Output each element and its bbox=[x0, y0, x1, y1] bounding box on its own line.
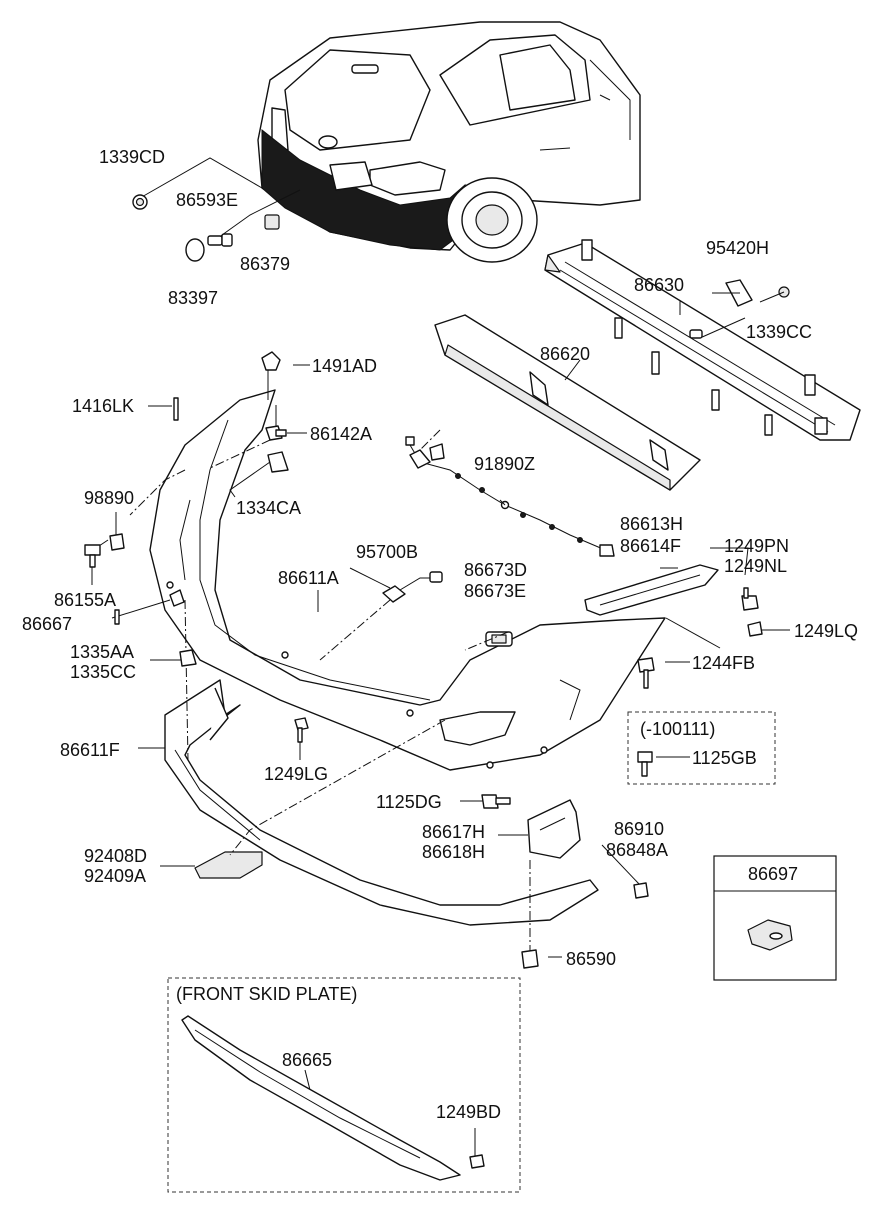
label-86617H: 86617H bbox=[422, 822, 485, 842]
label-1416LK: 1416LK bbox=[72, 396, 134, 416]
assembly-centerlines bbox=[89, 429, 531, 955]
label-86697: 86697 bbox=[748, 864, 798, 884]
bracket-86673D bbox=[485, 631, 513, 647]
label-86611F: 86611F bbox=[60, 740, 120, 760]
label-front-skid-plate: (FRONT SKID PLATE) bbox=[176, 984, 357, 1004]
label-86379: 86379 bbox=[240, 254, 290, 274]
label-86665: 86665 bbox=[282, 1050, 332, 1070]
label-1335CC: 1335CC bbox=[70, 662, 136, 682]
label-1249PN: 1249PN bbox=[724, 536, 789, 556]
variant-box-100111 bbox=[627, 711, 776, 785]
label-1335AA: 1335AA bbox=[70, 642, 134, 662]
label-86848A: 86848A bbox=[606, 840, 668, 860]
label-86142A: 86142A bbox=[310, 424, 372, 444]
label-92408D: 92408D bbox=[84, 846, 147, 866]
label-86910: 86910 bbox=[614, 819, 664, 839]
label-86618H: 86618H bbox=[422, 842, 485, 862]
label-86155A: 86155A bbox=[54, 590, 116, 610]
reflector-92408D bbox=[194, 851, 263, 879]
label-1125DG: 1125DG bbox=[376, 792, 442, 812]
label-98890: 98890 bbox=[84, 488, 134, 508]
front-skid-plate-box bbox=[167, 977, 521, 1193]
label-86593E: 86593E bbox=[176, 190, 238, 210]
label-1249LG: 1249LG bbox=[264, 764, 328, 784]
label-91890Z: 91890Z bbox=[474, 454, 535, 474]
label-83397: 83397 bbox=[168, 288, 218, 308]
sensor-wiring-91890Z bbox=[405, 436, 615, 557]
label-1491AD: 1491AD bbox=[312, 356, 377, 376]
label-1125GB: 1125GB bbox=[692, 748, 757, 768]
sensor-95700B bbox=[382, 571, 443, 603]
vehicle-illustration bbox=[257, 21, 641, 263]
bracket-86617H bbox=[527, 799, 581, 859]
label-1249LQ: 1249LQ bbox=[794, 621, 858, 641]
label-86673E: 86673E bbox=[464, 581, 526, 601]
label-86630: 86630 bbox=[634, 275, 684, 295]
label-1244FB: 1244FB bbox=[692, 653, 755, 673]
top-left-fasteners bbox=[132, 157, 301, 262]
label-variant-100111: (-100111) bbox=[640, 719, 715, 739]
label-86620: 86620 bbox=[540, 344, 590, 364]
side-bracket-86613H bbox=[584, 564, 719, 616]
label-1339CD: 1339CD bbox=[99, 147, 165, 167]
label-86614F: 86614F bbox=[620, 536, 681, 556]
label-92409A: 92409A bbox=[84, 866, 146, 886]
label-86613H: 86613H bbox=[620, 514, 683, 534]
energy-absorber-86620 bbox=[434, 314, 701, 491]
small-fasteners bbox=[84, 351, 763, 1169]
label-95700B: 95700B bbox=[356, 542, 418, 562]
label-86590: 86590 bbox=[566, 949, 616, 969]
label-95420H: 95420H bbox=[706, 238, 769, 258]
part-labels: 1339CD 86593E 86379 83397 95420H 86630 1… bbox=[22, 147, 858, 1122]
label-86667: 86667 bbox=[22, 614, 72, 634]
label-1249NL: 1249NL bbox=[724, 556, 787, 576]
label-86611A: 86611A bbox=[278, 568, 339, 588]
reinforcement-beam-86630 bbox=[544, 239, 861, 441]
lower-skirt-86611F bbox=[164, 679, 599, 926]
label-1339CC: 1339CC bbox=[746, 322, 812, 342]
bumper-cover-86611A bbox=[149, 389, 666, 771]
label-1334CA: 1334CA bbox=[236, 498, 301, 518]
part-box-86697 bbox=[713, 855, 837, 981]
label-86673D: 86673D bbox=[464, 560, 527, 580]
label-1249BD: 1249BD bbox=[436, 1102, 501, 1122]
